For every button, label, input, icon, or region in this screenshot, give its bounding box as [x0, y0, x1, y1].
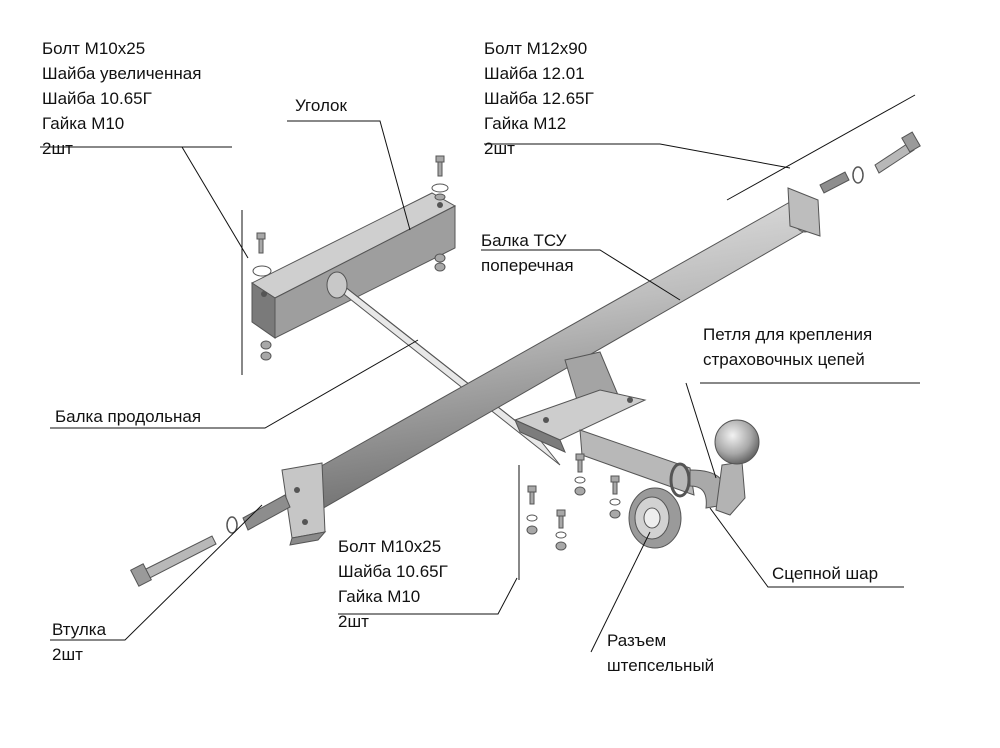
label-safety-loop: Петля для крепления страховочных цепей [703, 322, 872, 372]
label-bushing: Втулка 2шт [52, 617, 106, 667]
label-line: Шайба 12.01 [484, 64, 585, 83]
label-line: Гайка М10 [42, 114, 125, 133]
cross-beam [281, 187, 821, 546]
label-line: Балка ТСУ [481, 231, 567, 250]
label-line: Болт М10х25 [42, 39, 146, 58]
label-line: страховочных цепей [703, 350, 865, 369]
fastener-stack-2 [252, 232, 272, 361]
socket-connector [628, 487, 682, 549]
label-line: поперечная [481, 256, 574, 275]
label-bolt-m12: Болт М12х90 Шайба 12.01 Шайба 12.65Г Гай… [484, 36, 594, 161]
label-hitch-ball: Сцепной шар [772, 561, 878, 586]
label-line: Болт М10х25 [338, 537, 442, 556]
label-line: Втулка [52, 620, 107, 639]
fastener-stack-4 [555, 509, 567, 551]
label-qty: 2шт [52, 645, 83, 664]
hitch-ball-assembly [579, 419, 760, 516]
fastener-stack-5 [574, 453, 586, 496]
longitudinal-beam [326, 271, 561, 466]
label-qty: 2шт [338, 612, 369, 631]
bushing-and-long-bolt-left [130, 494, 291, 587]
label-line: Гайка М12 [484, 114, 567, 133]
fastener-stack-1 [431, 155, 449, 272]
label-crossbeam: Балка ТСУ поперечная [481, 228, 574, 278]
leader-lines [40, 94, 920, 653]
label-bolt-m10-top: Болт М10х25 Шайба увеличенная Шайба 10.6… [42, 36, 201, 161]
label-bolt-m10-bottom: Болт М10х25 Шайба 10.65Г Гайка М10 2шт [338, 534, 448, 634]
fastener-stack-3 [526, 485, 538, 535]
label-qty: 2шт [484, 139, 515, 158]
label-angle: Уголок [295, 93, 347, 118]
label-line: Петля для крепления [703, 325, 873, 344]
label-line: Гайка М10 [338, 587, 421, 606]
fastener-stack-6 [609, 475, 621, 519]
label-line: Сцепной шар [772, 564, 879, 583]
label-qty: 2шт [42, 139, 73, 158]
label-line: Болт М12х90 [484, 39, 588, 58]
label-line: Шайба увеличенная [42, 64, 202, 83]
label-line: Балка продольная [55, 407, 202, 426]
label-line: Уголок [295, 96, 347, 115]
bushing-and-long-bolt-right [819, 131, 921, 194]
mounting-plate [513, 351, 647, 453]
label-line: Шайба 10.65Г [338, 562, 448, 581]
label-line: Шайба 10.65Г [42, 89, 152, 108]
label-longbeam: Балка продольная [55, 404, 201, 429]
label-line: штепсельный [607, 656, 715, 675]
label-line: Шайба 12.65Г [484, 89, 594, 108]
label-connector: Разъем штепсельный [607, 628, 714, 678]
label-line: Разъем [607, 631, 667, 650]
angle-bracket [250, 192, 457, 339]
